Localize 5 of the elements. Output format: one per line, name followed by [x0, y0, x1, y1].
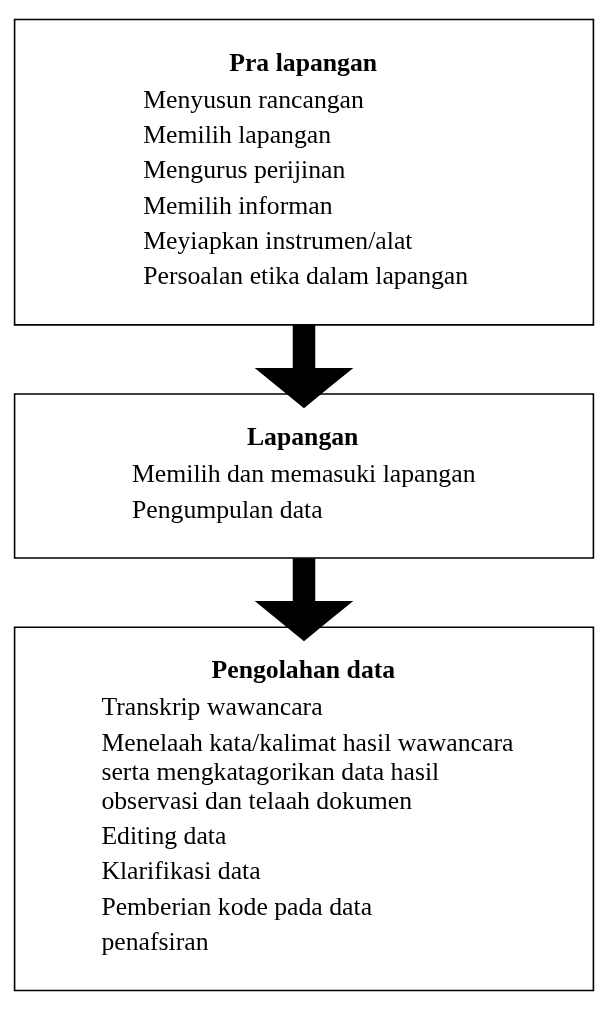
node-box: Pra lapangan Menyusun rancangan Memilih lapangan Mengurus perijinan Memilih informan Meyiapkan instrumen/alat Persoalan etika dalam lapangan: [13, 18, 595, 326]
arrow: [254, 325, 354, 409]
node-box: Pengolahan data Transkrip wawancara Menelaah kata/kalimat hasil wawancara serta mengkatagorikan data hasil observasi dan telaah dokumen Editing data Klarifikasi data Pemberian kode pada data penafsiran: [13, 626, 595, 992]
arrow: [254, 558, 354, 642]
node-box: Lapangan Memilih dan memasuki lapangan Pengumpulan data: [13, 393, 595, 559]
